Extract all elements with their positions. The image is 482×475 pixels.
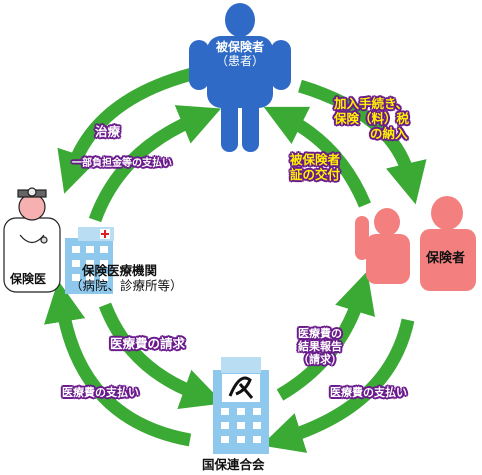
doctor-icon xyxy=(3,187,61,293)
enrollment-label-line1: 加入手続き、 xyxy=(334,96,409,111)
arrow-payment-institution xyxy=(44,280,192,447)
insurer-icon xyxy=(355,196,476,291)
insurer-label: 保険者 xyxy=(426,251,466,266)
arrow-claim xyxy=(98,302,224,409)
institution-label-line2: （病院、診療所等） xyxy=(70,278,183,293)
result-report-label: 医療費の 結果報告 （請求） xyxy=(298,327,342,367)
institution-label: 保険医療機関 （病院、診療所等） xyxy=(70,263,183,293)
card-issue-label-line1: 被保険者 xyxy=(290,152,341,167)
institution-label-line1: 保険医療機関 xyxy=(82,263,158,278)
federation-building-icon xyxy=(213,357,269,454)
insured-label-line1: 被保険者 xyxy=(215,40,264,54)
claim-label: 医療費の請求 xyxy=(110,336,186,351)
insured-label-line2: （患者） xyxy=(215,54,264,69)
copay-label: 一部負担金等の支払い xyxy=(72,158,172,169)
arrow-result-report xyxy=(276,271,375,401)
payment-to-institution-label: 医療費の支払い xyxy=(62,386,139,399)
federation-label: 国保連合会 xyxy=(202,457,265,472)
arrow-payment-insurer xyxy=(261,318,415,453)
payment-from-insurer-label: 医療費の支払い xyxy=(330,386,407,399)
enrollment-label-line2: 保険（料）税 xyxy=(334,111,410,126)
card-issue-label-line2: 証の交付 xyxy=(290,167,341,182)
arrow-card-issue xyxy=(263,106,371,208)
doctor-label: 保険医 xyxy=(10,272,47,286)
enrollment-label-line3: の納入 xyxy=(370,126,408,141)
arrow-enrollment xyxy=(298,79,427,205)
insured-person-icon xyxy=(189,3,291,152)
insured-label: 被保険者 （患者） xyxy=(205,40,275,69)
arrow-copay xyxy=(88,105,222,223)
hospital-building-icon xyxy=(65,227,114,294)
treatment-label: 治療 xyxy=(95,124,121,139)
arrow-treatment xyxy=(57,67,194,194)
result-report-label-line2: 結果報告 xyxy=(298,340,342,354)
enrollment-label: 加入手続き、 保険（料）税 の納入 xyxy=(334,96,409,141)
result-report-label-line1: 医療費の xyxy=(298,327,342,340)
card-issue-label: 被保険者 証の交付 xyxy=(290,152,340,182)
result-report-label-line3: （請求） xyxy=(298,353,342,367)
